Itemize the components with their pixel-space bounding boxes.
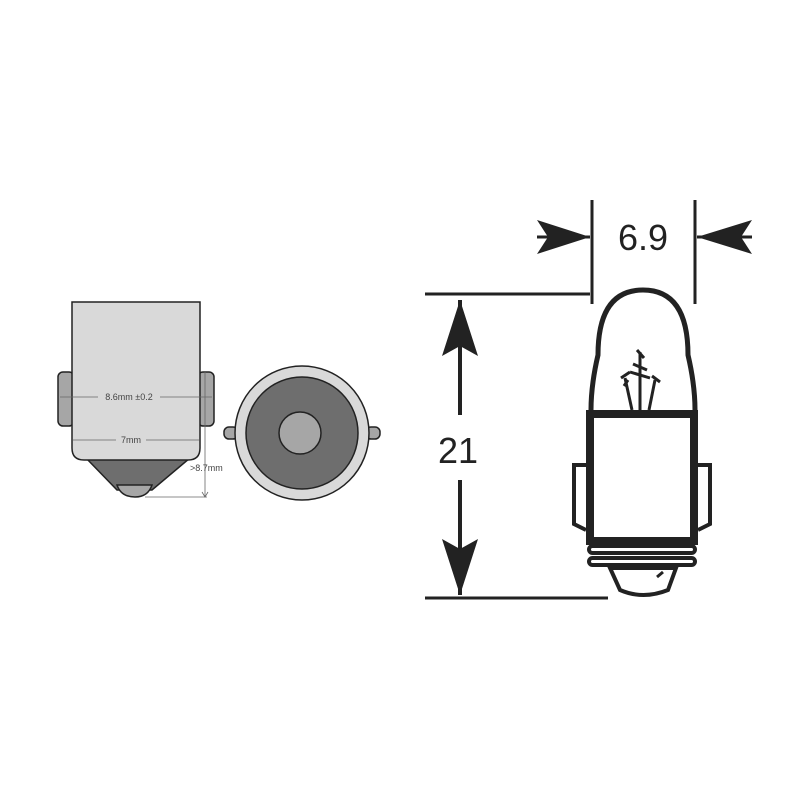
base-tip bbox=[115, 484, 154, 498]
bulb-dimensions bbox=[425, 200, 752, 600]
base-end-view bbox=[223, 365, 381, 501]
bulb-pin-right bbox=[697, 463, 712, 532]
width-label: 8.6mm ±0.2 bbox=[105, 392, 152, 402]
center-contact bbox=[278, 411, 322, 455]
arrow-down-icon bbox=[442, 539, 478, 595]
thread-ring-1 bbox=[587, 544, 697, 555]
arrow-right-icon bbox=[537, 220, 590, 254]
bulb-outline bbox=[572, 287, 712, 597]
height-label: >8.7mm bbox=[190, 463, 223, 473]
diameter-label: 6.9 bbox=[618, 217, 668, 258]
arrow-up-icon bbox=[442, 300, 478, 356]
base-side-view bbox=[57, 301, 215, 498]
bulb-contact bbox=[606, 566, 679, 597]
base-side-dimensions bbox=[60, 372, 212, 498]
thread-ring-2 bbox=[587, 556, 697, 567]
bulb-base bbox=[586, 410, 698, 545]
filament bbox=[620, 349, 661, 411]
bulb-pin-left bbox=[572, 463, 587, 532]
length-label: 21 bbox=[438, 430, 478, 471]
base-body bbox=[71, 301, 201, 461]
glass-envelope bbox=[588, 287, 698, 411]
arrow-left-icon bbox=[697, 220, 752, 254]
inner-width-label: 7mm bbox=[121, 435, 141, 445]
